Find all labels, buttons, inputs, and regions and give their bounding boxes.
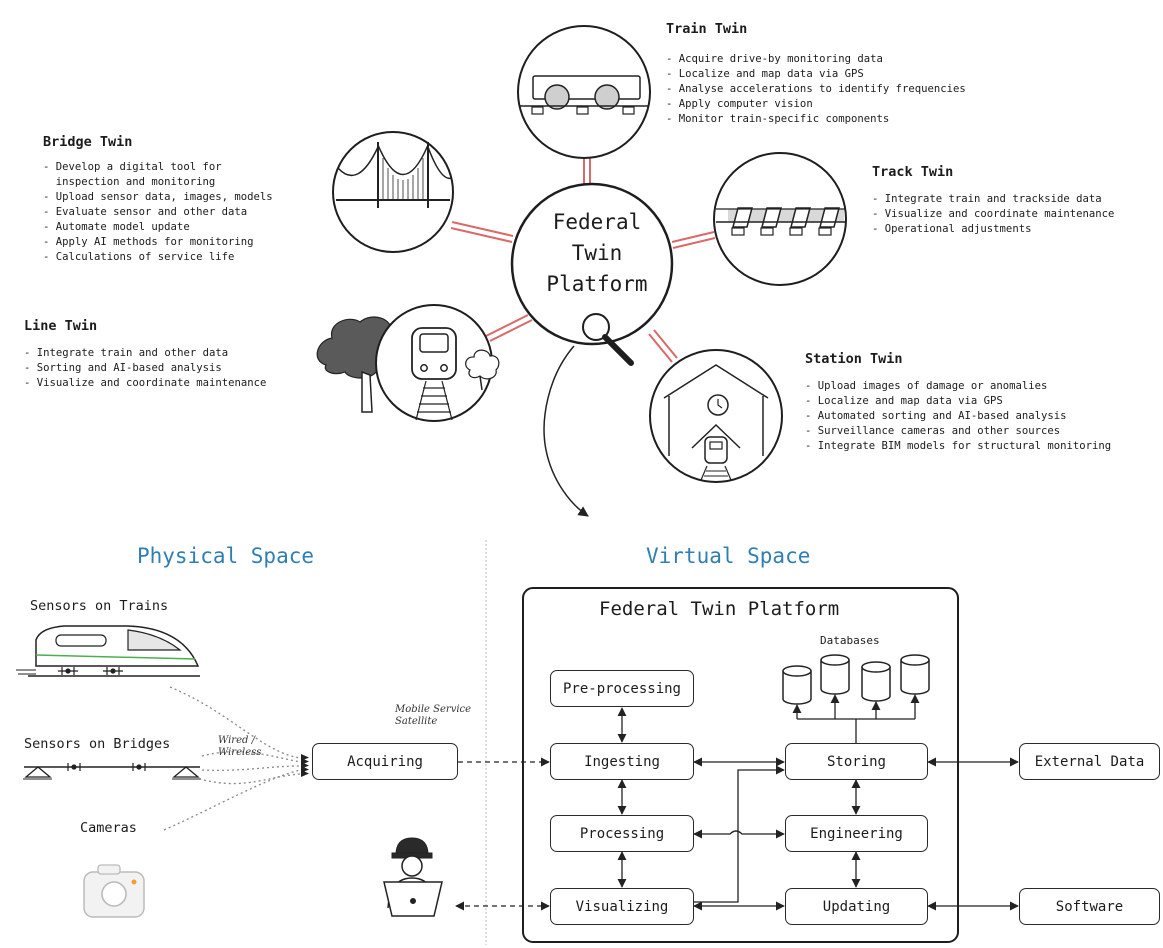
- list-item: - Visualize and coordinate maintenance: [872, 208, 1115, 220]
- physical-space-title: Physical Space: [137, 544, 315, 568]
- database-links: [792, 694, 920, 743]
- cameras-label: Cameras: [80, 820, 137, 836]
- external-data-box[interactable]: External Data: [1019, 743, 1160, 780]
- line-twin-icon: [316, 304, 500, 422]
- train-twin-title: Train Twin: [666, 21, 748, 37]
- train-sensor-icon: [16, 625, 200, 677]
- operator-icon: [383, 837, 443, 917]
- line-twin-title: Line Twin: [24, 318, 98, 334]
- list-item: - Analyse accelerations to identify freq…: [666, 83, 966, 95]
- list-item: - Localize and map data via GPS: [805, 395, 1003, 407]
- sensors-on-bridges-label: Sensors on Bridges: [24, 736, 171, 752]
- tree-right-icon: [465, 349, 500, 380]
- camera-icon: [83, 864, 145, 918]
- bridge-twin-title: Bridge Twin: [43, 134, 133, 150]
- bridge-twin-icon: [332, 131, 454, 253]
- station-twin-icon: [649, 349, 783, 483]
- list-item: - Visualize and coordinate maintenance: [24, 377, 267, 389]
- track-twin-icon: [713, 152, 847, 286]
- train-twin-list: - Acquire drive-by monitoring data - Loc…: [666, 52, 966, 127]
- list-item: - Operational adjustments: [872, 223, 1032, 235]
- updating-box[interactable]: Updating: [785, 888, 928, 925]
- sensor-links: [163, 686, 301, 831]
- software-box[interactable]: Software: [1019, 888, 1160, 925]
- list-item: inspection and monitoring: [43, 176, 216, 188]
- databases-label: Databases: [820, 634, 880, 647]
- hub-title-line3: Platform: [546, 272, 648, 296]
- databases-icon: [782, 654, 930, 705]
- hub-connectors: [450, 158, 716, 363]
- visualizing-box[interactable]: Visualizing: [550, 888, 694, 925]
- list-item: - Apply computer vision: [666, 98, 813, 110]
- list-item: - Apply AI methods for monitoring: [43, 236, 254, 248]
- federal-twin-hub: [510, 182, 674, 346]
- list-item: - Integrate train and other data: [24, 347, 229, 359]
- station-twin-title: Station Twin: [805, 351, 903, 367]
- mobile-satellite-label: Mobile Service Satellite: [395, 704, 472, 727]
- list-item: - Automated sorting and AI-based analysi…: [805, 410, 1067, 422]
- clock-icon: [707, 394, 729, 416]
- list-item: - Evaluate sensor and other data: [43, 206, 248, 218]
- list-item: - Calculations of service life: [43, 251, 235, 263]
- virtual-space-title: Virtual Space: [646, 544, 811, 568]
- list-item: - Sorting and AI-based analysis: [24, 362, 222, 374]
- processing-box[interactable]: Processing: [550, 815, 694, 852]
- list-item: - Automate model update: [43, 221, 190, 233]
- line-twin-list: - Integrate train and other data - Sorti…: [24, 346, 266, 391]
- platform-title: Federal Twin Platform: [599, 598, 840, 620]
- bridge-twin-list: - Develop a digital tool for inspection …: [43, 160, 273, 265]
- list-item: - Localize and map data via GPS: [666, 68, 864, 80]
- wired-wireless-label: Wired / Wireless: [218, 735, 262, 758]
- sensors-on-trains-label: Sensors on Trains: [30, 598, 169, 614]
- bridge-sensor-icon: [23, 763, 201, 780]
- list-item: - Integrate BIM models for structural mo…: [805, 440, 1112, 452]
- engineering-box[interactable]: Engineering: [785, 815, 928, 852]
- track-twin-list: - Integrate train and trackside data - V…: [872, 192, 1114, 237]
- ingesting-box[interactable]: Ingesting: [550, 743, 694, 780]
- magnifier-icon: [582, 313, 634, 366]
- storing-box[interactable]: Storing: [785, 743, 928, 780]
- hub-title: Federal Twin Platform: [512, 207, 682, 300]
- list-item: - Upload sensor data, images, models: [43, 191, 273, 203]
- list-item: - Surveillance cameras and other sources: [805, 425, 1061, 437]
- hub-title-line2: Twin: [571, 241, 623, 265]
- station-twin-list: - Upload images of damage or anomalies -…: [805, 379, 1111, 454]
- list-item: - Develop a digital tool for: [43, 161, 222, 173]
- list-item: - Integrate train and trackside data: [872, 193, 1102, 205]
- list-item: - Monitor train-specific components: [666, 113, 890, 125]
- acquiring-box[interactable]: Acquiring: [312, 743, 458, 780]
- list-item: - Acquire drive-by monitoring data: [666, 53, 883, 65]
- list-item: - Upload images of damage or anomalies: [805, 380, 1048, 392]
- platform-links: [617, 707, 1019, 911]
- train-twin-icon: [517, 25, 651, 159]
- hub-title-line1: Federal: [552, 210, 642, 234]
- flow-arrow: [543, 345, 589, 517]
- track-twin-title: Track Twin: [872, 164, 954, 180]
- preprocessing-box[interactable]: Pre-processing: [550, 670, 694, 707]
